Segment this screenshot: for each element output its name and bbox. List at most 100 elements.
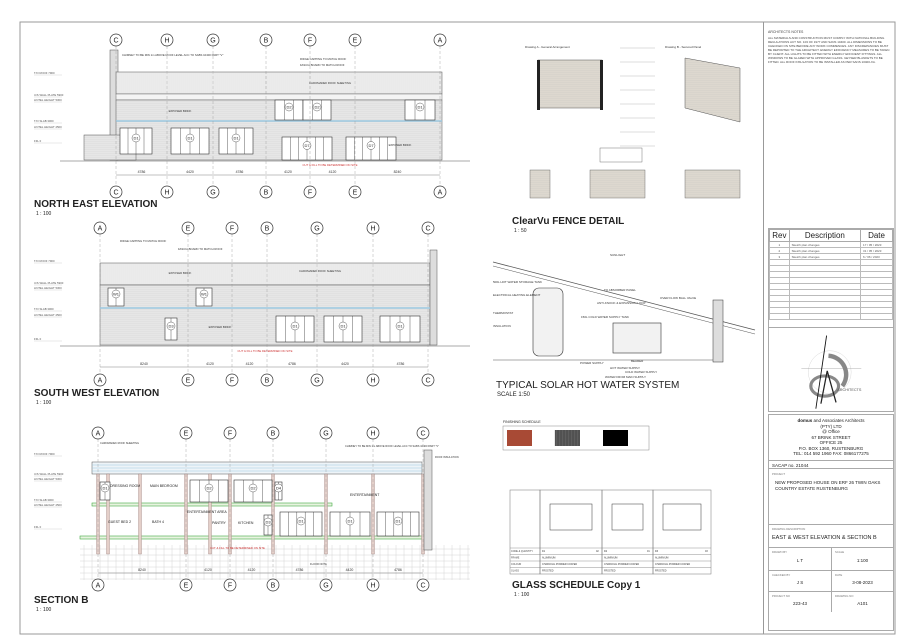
annotation: EXPOSED BRICK <box>389 143 412 147</box>
grid-label: C <box>113 38 118 45</box>
level-label: LINTEL HEIGHT 5300 <box>34 98 62 102</box>
grid-bubble <box>91 578 105 592</box>
grid-label: B <box>265 226 270 233</box>
firm-line: P.O. BOX 1360, RUSTENBURG <box>798 445 864 451</box>
wall-section <box>712 299 724 363</box>
grid-bubble <box>206 33 220 47</box>
annotation: ROOF INSULATION <box>435 455 459 459</box>
annotation: RIDGE CAPPING TO MATCH ROOF <box>120 239 166 243</box>
scale-value: 1:100 <box>856 558 869 563</box>
door-tag <box>312 102 322 112</box>
grid-bubble <box>260 373 274 387</box>
grid-bubble <box>93 221 107 235</box>
room-label: DRESSING ROOM <box>110 484 140 488</box>
dimension-text: 4120 <box>204 568 212 572</box>
level-label: U/S WALL PLATE 5900 <box>34 472 64 476</box>
dimension-text: 8240 <box>394 170 402 174</box>
grid-bubble <box>303 185 317 199</box>
door-tag <box>366 141 376 150</box>
grid-label: H <box>164 190 169 197</box>
solar-label: INSULATION <box>493 324 511 328</box>
grid-label: A <box>96 431 101 438</box>
fence-scale: 1 : 50 <box>514 228 527 234</box>
fence-double-gate <box>589 169 646 199</box>
annotation: CUT & FILL TO BE DETERMINED ON SITE <box>303 163 358 167</box>
glass-schedule-column <box>601 489 654 575</box>
grid-bubble <box>179 578 193 592</box>
grid-label: A <box>438 38 443 45</box>
grid-bubble <box>109 185 123 199</box>
glass-schedule-column <box>539 489 603 575</box>
grid-bubble <box>259 33 273 47</box>
grid-label: H <box>370 378 375 385</box>
dimension-text: 8240 <box>138 568 146 572</box>
grid-label: B <box>271 431 276 438</box>
sw-scale: 1 : 100 <box>36 400 52 406</box>
level-label: LINTEL HEIGHT 2500 <box>34 503 62 507</box>
grid-bubble <box>421 373 435 387</box>
architects-logo: ARCHITECTS <box>769 327 893 409</box>
level-label: U/S WALL PLATE 5900 <box>34 93 64 97</box>
grid-bubble <box>181 373 195 387</box>
glass-door-elevation <box>662 503 702 531</box>
grid-label: A <box>98 226 103 233</box>
door-tag <box>395 321 405 331</box>
grid-label: C <box>425 226 430 233</box>
chimney <box>423 449 433 551</box>
solar-label: 500L HOT WATER STORAGE TANK <box>493 280 542 284</box>
level-label: LINTEL HEIGHT 5300 <box>34 477 62 481</box>
dimension-text: 4786 <box>236 170 244 174</box>
section-title: SECTION B <box>34 595 89 606</box>
grid-label: E <box>184 431 189 438</box>
grid-bubble <box>260 221 274 235</box>
room-label: MAIN BEDROOM <box>150 484 178 488</box>
door-tag <box>131 133 141 143</box>
solar-label: THERMOSTAT <box>493 311 513 315</box>
title-block: ARCHITECTS NOTES ALL MATERIALS AND CONST… <box>763 22 896 634</box>
annotation: FASCIA BOARD TO MATCH ROOF <box>300 63 345 67</box>
fence-subtitle-a: Drawing A - General Arrangement <box>525 45 570 49</box>
grid-label: A <box>438 190 443 197</box>
door-tag-label: D1 <box>133 136 139 141</box>
drawn-by: L T <box>796 558 804 563</box>
grid-bubble <box>416 578 430 592</box>
finish-swatch <box>603 430 628 446</box>
dimension-text: 4786 <box>138 170 146 174</box>
grid-label: H <box>370 583 375 590</box>
door-tag <box>393 516 403 526</box>
grid-bubble <box>109 33 123 47</box>
sw-title: SOUTH WEST ELEVATION <box>34 388 160 399</box>
door-tag-label: W1 <box>113 292 120 297</box>
level-label: LINTEL HEIGHT 2500 <box>34 313 62 317</box>
checked-by: J S <box>796 580 804 585</box>
door-tag <box>302 141 312 150</box>
door-tag-label: D1 <box>298 519 304 524</box>
description-header: Description <box>788 229 862 242</box>
grid-label: G <box>323 431 328 438</box>
grid-bubble <box>93 373 107 387</box>
grid-label: H <box>370 431 375 438</box>
date-label: DATE <box>835 573 843 577</box>
annotation: FASCIA BOARD TO MATCH ROOF <box>178 247 223 251</box>
door-tag <box>415 102 425 112</box>
chimney <box>429 249 438 346</box>
notes-heading: ARCHITECTS NOTES <box>768 30 804 34</box>
solar-scale: SCALE 1:50 <box>497 392 531 398</box>
dimension-text: 4120 <box>246 362 254 366</box>
grid-label: F <box>308 190 312 197</box>
fence-panel-elevation <box>537 59 603 109</box>
grid-label: E <box>353 38 358 45</box>
level-label: T/O ROOF 7900 <box>34 452 55 456</box>
grid-bubble <box>310 373 324 387</box>
grid-label: C <box>425 378 430 385</box>
room-label: ENTERTAINMENT <box>350 493 380 497</box>
grid-bubble <box>91 426 105 440</box>
firm-line: @ Office <box>822 429 840 434</box>
grid-label: C <box>420 583 425 590</box>
glass-qty: 03 <box>705 550 708 553</box>
solar-label: ANTI-KNOCK & EXPANSION LOOP <box>597 301 646 305</box>
grid-label: H <box>164 38 169 45</box>
door-tag <box>100 483 110 493</box>
door-tag-label: D1 <box>417 105 423 110</box>
door-tag-label: D1 <box>397 324 403 329</box>
